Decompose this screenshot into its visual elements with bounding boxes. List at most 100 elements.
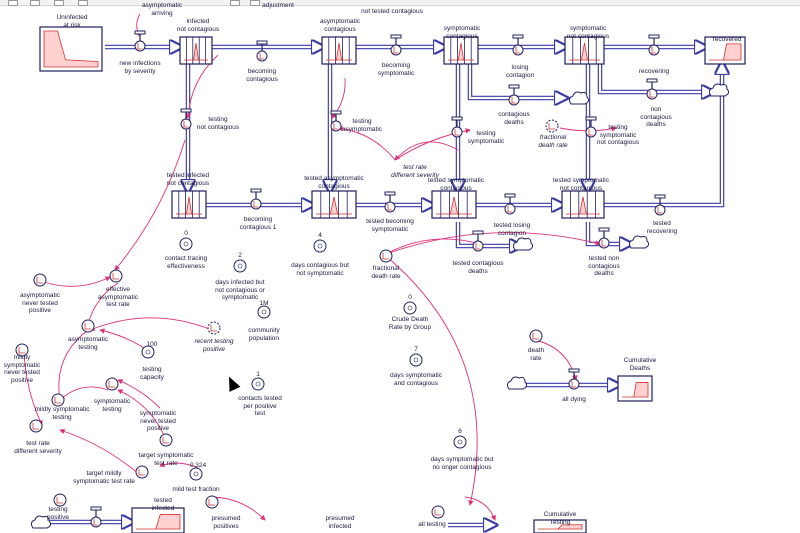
new-infections-valve[interactable] — [134, 30, 146, 52]
tested-becoming-symptomatic-valve[interactable] — [384, 191, 396, 213]
flow-label-becoming-contagious-1[interactable]: becoming contagious 1 — [239, 216, 277, 231]
tested-contagious-deaths-valve[interactable] — [472, 230, 484, 252]
stock-label-infected-not-contagious[interactable]: infected not contagious — [176, 18, 220, 33]
stock-label-symptomatic-not-contagious[interactable]: symptomatic not contagious — [566, 25, 610, 40]
stock-label-tested-symptomatic-not-contagious[interactable]: tested symptomatic not contagious — [553, 177, 609, 192]
recovered-stock[interactable] — [704, 36, 746, 65]
flow-label-becoming-symptomatic[interactable]: becoming symptomatic — [377, 62, 415, 77]
all-dying-valve[interactable] — [568, 368, 580, 390]
presumed-positives-aux[interactable] — [205, 495, 219, 509]
days-contagious-not-symptomatic-const[interactable] — [313, 239, 327, 253]
stock-label-cumulative-testing[interactable]: Cumulative Testing — [543, 511, 577, 526]
cumulative-testing-stock[interactable] — [533, 519, 587, 533]
mildly-symptomatic-never-tested-positive-aux[interactable] — [15, 343, 29, 357]
target-mildly-symptomatic-test-rate-aux[interactable] — [135, 465, 149, 479]
toolbar-button[interactable] — [250, 0, 260, 6]
tested-symptomatic-contagious-stock[interactable] — [431, 190, 477, 219]
asymptomatic-never-tested-positive-aux[interactable] — [33, 273, 47, 287]
flow-label-tested-non-contagious-deaths[interactable]: tested non contagious deaths — [588, 255, 620, 277]
stock-label-asymptomatic-contagious[interactable]: asymptomatic contagious — [319, 18, 361, 33]
test-rate-different-severity-aux[interactable] — [29, 419, 43, 433]
death-rate-aux[interactable] — [529, 329, 543, 343]
testing-symptomatic-nc-valve[interactable] — [585, 116, 597, 138]
becoming-contagious-1-valve[interactable] — [250, 188, 262, 210]
stock-label-tested-infected[interactable]: tested infected — [151, 497, 175, 512]
stock-label-cumulative-deaths[interactable]: Cumulative Deaths — [623, 357, 657, 372]
testing-asymptomatic-valve[interactable] — [330, 110, 342, 132]
days-symptomatic-and-contagious-const[interactable] — [409, 353, 423, 367]
toolbar-button[interactable] — [54, 0, 64, 6]
fractional-death-rate-aux[interactable] — [379, 249, 393, 263]
losing-contagion-valve[interactable] — [512, 34, 524, 56]
flow-label-testing-not-contagious[interactable]: testing not contagious — [196, 116, 240, 131]
flow-label-testing-positive[interactable]: testing positive — [46, 506, 70, 521]
tested-asymptomatic-contagious-stock[interactable] — [311, 190, 357, 219]
flow-label-testing-asymptomatic[interactable]: testing asymptomatic — [341, 118, 383, 133]
flow-label-recovering[interactable]: recovering — [638, 68, 670, 75]
tested-recovering-valve[interactable] — [654, 194, 666, 216]
contact-tracing-effectiveness-const[interactable] — [179, 237, 193, 251]
flow-label-all-testing[interactable]: all testing — [418, 521, 446, 528]
flow-label-new-infections-by-severity[interactable]: new infections by severity — [119, 60, 161, 75]
tested-non-contagious-deaths-valve[interactable] — [598, 227, 610, 249]
flow-label-tested-losing-contagion[interactable]: tested losing contagion — [493, 222, 531, 237]
stock-label-recovered[interactable]: recovered — [712, 36, 742, 43]
testing-positive-valve[interactable] — [90, 506, 102, 528]
flow-label-contagious-deaths[interactable]: contagious deaths — [498, 111, 530, 126]
testing-capacity-const[interactable] — [141, 345, 155, 359]
crude-death-rate-by-group-const[interactable] — [403, 301, 417, 315]
symptomatic-not-contagious-stock[interactable] — [564, 36, 605, 65]
recovering-valve[interactable] — [648, 34, 660, 56]
stock-label-symptomatic-contagious[interactable]: symptomatic contagious — [443, 25, 481, 40]
toolbar-button[interactable] — [78, 0, 88, 6]
stock-label-uninfected-at-risk[interactable]: Uninfected at risk — [56, 14, 88, 29]
toolbar-button[interactable] — [230, 0, 240, 6]
contacts-tested-per-positive-test-const[interactable] — [251, 377, 265, 391]
flow-label-losing-contagion[interactable]: losing contagion — [505, 64, 535, 79]
becoming-symptomatic-circle — [390, 44, 402, 56]
testing-not-contagious-valve[interactable] — [180, 108, 192, 130]
tested-symptomatic-not-contagious-stock[interactable] — [561, 190, 605, 219]
toolbar-button[interactable] — [30, 0, 40, 6]
cumulative-deaths-stock[interactable] — [617, 375, 653, 402]
causal-links — [23, 13, 617, 521]
flow-label-non-contagious-deaths[interactable]: non contagious deaths — [640, 106, 672, 128]
becoming-contagious-circle — [256, 50, 268, 62]
flow-label-tested-contagious-deaths[interactable]: tested contagious deaths — [452, 260, 504, 275]
flow-label-testing-symptomatic-not-contagious[interactable]: testing symptomatic not contagious — [596, 124, 640, 146]
symptomatic-testing-aux[interactable] — [105, 377, 119, 391]
flow-label-becoming-contagious[interactable]: becoming contagious — [246, 68, 278, 83]
becoming-contagious-valve[interactable] — [256, 40, 268, 62]
fractional-death-rate-top-aux[interactable] — [545, 119, 559, 133]
community-population-const[interactable] — [257, 305, 271, 319]
uninfected-at-risk-stock[interactable] — [39, 26, 103, 72]
toolbar-button[interactable] — [8, 0, 18, 6]
flow-label-all-dying[interactable]: all dying — [562, 396, 586, 403]
asymptomatic-contagious-stock[interactable] — [321, 36, 357, 65]
recent-testing-positive-aux[interactable] — [207, 321, 221, 335]
stock-label-tested-symptomatic-contagious[interactable]: tested symptomatic contagious — [428, 177, 484, 192]
asymptomatic-testing-aux[interactable] — [81, 319, 95, 333]
stock-label-tested-infected-not-contagious[interactable]: tested infected not contagious — [166, 172, 210, 187]
stock-label-tested-asymptomatic-contagious[interactable]: tested asymptomatic contagious — [304, 175, 364, 190]
flow-label-tested-becoming-symptomatic[interactable]: tested becoming symptomatic — [366, 218, 414, 233]
days-symptomatic-not-contagious-const[interactable] — [453, 435, 467, 449]
non-contagious-deaths-valve[interactable] — [646, 78, 658, 100]
symptomatic-contagious-stock[interactable] — [443, 36, 479, 65]
contagious-deaths-valve[interactable] — [508, 84, 520, 106]
tested-losing-contagion-valve[interactable] — [504, 193, 516, 215]
tested-infected-stock[interactable] — [131, 507, 185, 533]
mild-test-fraction-const[interactable] — [189, 467, 203, 481]
effective-asymptomatic-test-rate-aux[interactable] — [109, 269, 123, 283]
testing-capacity-bottom-aux[interactable] — [53, 493, 67, 507]
all-testing-aux-aux[interactable] — [431, 505, 445, 519]
becoming-symptomatic-valve[interactable] — [390, 34, 402, 56]
target-symptomatic-test-rate-aux[interactable] — [159, 433, 173, 447]
tested-infected-not-contagious-stock[interactable] — [171, 190, 207, 219]
mildly-symptomatic-testing-aux[interactable] — [51, 393, 65, 407]
days-infected-not-contagious-const[interactable] — [233, 259, 247, 273]
flow-label-testing-symptomatic[interactable]: testing symptomatic — [467, 130, 505, 145]
testing-symptomatic-valve[interactable] — [451, 116, 463, 138]
infected-not-contagious-stock[interactable] — [179, 36, 213, 65]
flow-label-tested-recovering[interactable]: tested recovering — [646, 220, 678, 235]
